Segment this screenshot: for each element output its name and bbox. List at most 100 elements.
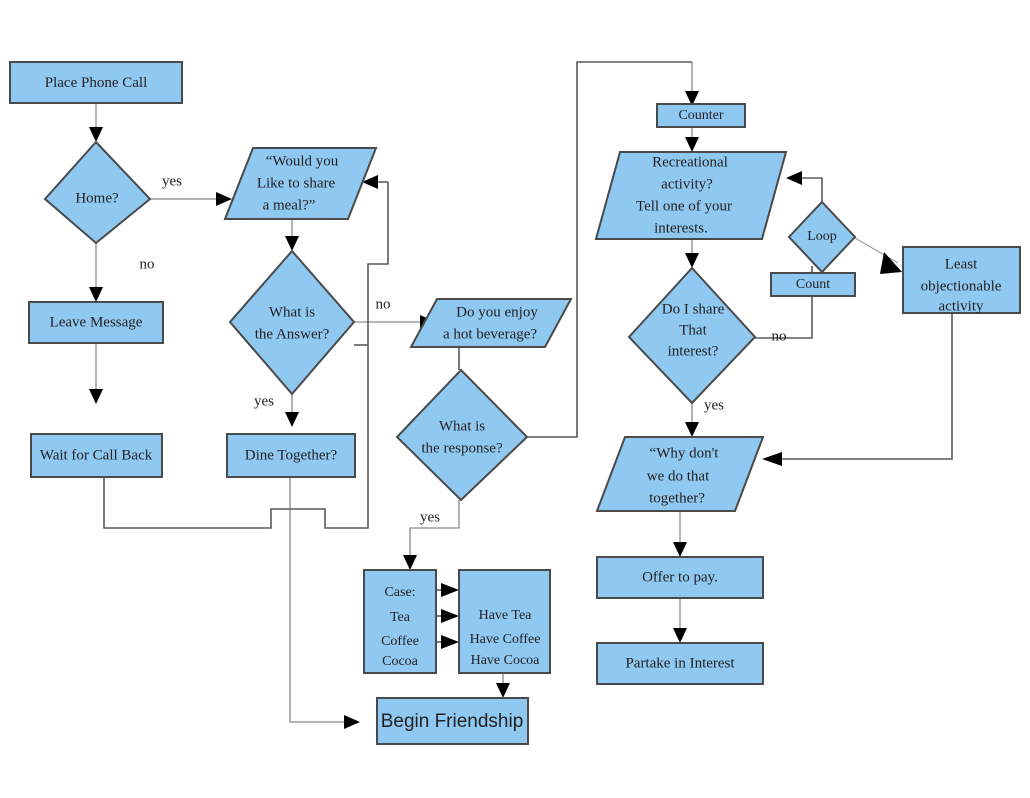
node-loop[interactable]: Loop [787, 200, 857, 274]
edge-label-response-yes: yes [420, 509, 440, 525]
node-label-line-1: What is [269, 304, 315, 320]
arrow-head [216, 192, 232, 206]
node-shape-rect [656, 103, 746, 128]
node-label-line-2: Tea [390, 610, 411, 625]
node-label-line-2: That [679, 322, 707, 338]
node-label-line-1: Least [945, 256, 978, 272]
node-offer-to-pay[interactable]: Offer to pay. [596, 556, 764, 599]
node-label-line-2: the Answer? [255, 326, 330, 342]
arrow-head [362, 175, 378, 189]
node-label-line-4: interests. [654, 220, 708, 236]
node-shape-parallelogram [409, 298, 573, 348]
node-shape-diamond [787, 200, 857, 274]
arrow-head [786, 171, 802, 185]
node-label-line-2: we do that [647, 468, 710, 484]
node-label-line-1: Case: [384, 585, 415, 600]
node-wait-for-call-back[interactable]: Wait for Call Back [30, 433, 163, 478]
edge-dine-to-begin [289, 477, 346, 723]
arrow-head [89, 127, 103, 142]
node-label-line-1: Have Tea [479, 608, 533, 623]
node-label-line-3: Have Cocoa [471, 653, 541, 668]
node-label: Place Phone Call [45, 75, 147, 91]
node-label-line-3: Tell one of your [636, 198, 732, 214]
node-shape-parallelogram [223, 147, 378, 220]
node-label-line-2: the response? [421, 440, 503, 456]
node-leave-message[interactable]: Leave Message [28, 301, 164, 344]
node-label-line-1: “Would you [266, 153, 339, 169]
node-label-line-3: Coffee [381, 634, 419, 649]
node-label-line-2: activity? [661, 176, 713, 192]
node-label-line-2: Like to share [257, 175, 336, 191]
node-label: Dine Together? [245, 447, 338, 463]
node-do-i-share-that-interest[interactable]: Do I share That interest? [627, 266, 757, 405]
node-shape-rect [376, 697, 529, 745]
node-label: Counter [678, 108, 723, 123]
node-home[interactable]: Home? [43, 140, 152, 245]
edge-return-to-meal-riser [367, 182, 389, 345]
node-label-line-2: objectionable [921, 278, 1002, 294]
node-dine-together[interactable]: Dine Together? [226, 433, 356, 478]
arrow-head [685, 137, 699, 152]
node-shape-rect [596, 556, 764, 599]
node-shape-rect [770, 272, 856, 297]
node-would-you-like-share-meal[interactable]: “Would you Like to share a meal?” [223, 147, 378, 220]
node-shape-diamond [43, 140, 152, 245]
node-what-is-the-response[interactable]: What is the response? [395, 368, 529, 502]
node-label-line-1: What is [439, 418, 485, 434]
node-label-line-1: Do you enjoy [456, 304, 538, 320]
node-count[interactable]: Count [770, 272, 856, 297]
arrow-head [685, 91, 699, 106]
node-begin-friendship[interactable]: Begin Friendship [376, 697, 529, 745]
node-label: Loop [807, 229, 837, 244]
node-what-is-the-answer[interactable]: What is the Answer? [228, 249, 356, 396]
arrow-head [441, 635, 459, 649]
node-do-you-enjoy-hot-beverage[interactable]: Do you enjoy a hot beverage? [409, 298, 573, 348]
node-shape-diamond [627, 266, 757, 405]
node-shape-parallelogram [594, 151, 788, 240]
arrow-head [762, 452, 782, 466]
node-shape-rect [458, 569, 551, 674]
node-label: Offer to pay. [642, 569, 718, 585]
arrow-head [880, 252, 902, 274]
arrow-head [285, 236, 299, 251]
arrow-head [673, 542, 687, 557]
edge-least-objectionable-to-why [780, 313, 953, 460]
node-why-dont-we-do-that-together[interactable]: “Why don't we do that together? [595, 436, 765, 512]
node-label: Count [796, 277, 830, 292]
arrow-head [673, 628, 687, 643]
node-least-objectionable-activity[interactable]: Least objectionable activity [902, 246, 1021, 314]
edge-wait-to-meal-loop [103, 345, 369, 529]
node-recreational-activity[interactable]: Recreational activity? Tell one of your … [594, 151, 788, 240]
node-case-list[interactable]: Case: Tea Coffee Cocoa [363, 569, 437, 674]
node-place-phone-call[interactable]: Place Phone Call [9, 61, 183, 104]
node-shape-diamond [395, 368, 529, 502]
edge-loop-to-recreational [800, 177, 823, 202]
node-have-list[interactable]: Have Tea Have Coffee Have Cocoa [458, 569, 551, 674]
edge-response-to-counter [527, 61, 692, 438]
edge-response-yes [409, 500, 460, 556]
node-label-line-4: Cocoa [382, 654, 419, 669]
node-partake-in-interest[interactable]: Partake in Interest [596, 642, 764, 685]
node-label-line-2: Have Coffee [470, 632, 541, 647]
edge-label-share-yes: yes [704, 397, 724, 413]
node-counter[interactable]: Counter [656, 103, 746, 128]
node-label: Wait for Call Back [40, 447, 153, 463]
node-shape-rect [363, 569, 437, 674]
arrow-head [285, 412, 299, 427]
node-label-line-1: Do I share [662, 301, 725, 317]
node-label: Home? [75, 190, 119, 206]
node-shape-rect [226, 433, 356, 478]
node-shape-rect [902, 246, 1021, 314]
node-label-line-1: “Why don't [650, 445, 720, 461]
node-label-line-1: Recreational [652, 154, 728, 170]
arrow-head [685, 422, 699, 437]
node-label-line-3: activity [939, 298, 984, 314]
arrow-head [89, 389, 103, 404]
node-shape-rect [596, 642, 764, 685]
node-shape-rect [9, 61, 183, 104]
edge-label-home-yes: yes [162, 173, 182, 189]
arrow-head [441, 609, 459, 623]
node-shape-rect [30, 433, 163, 478]
